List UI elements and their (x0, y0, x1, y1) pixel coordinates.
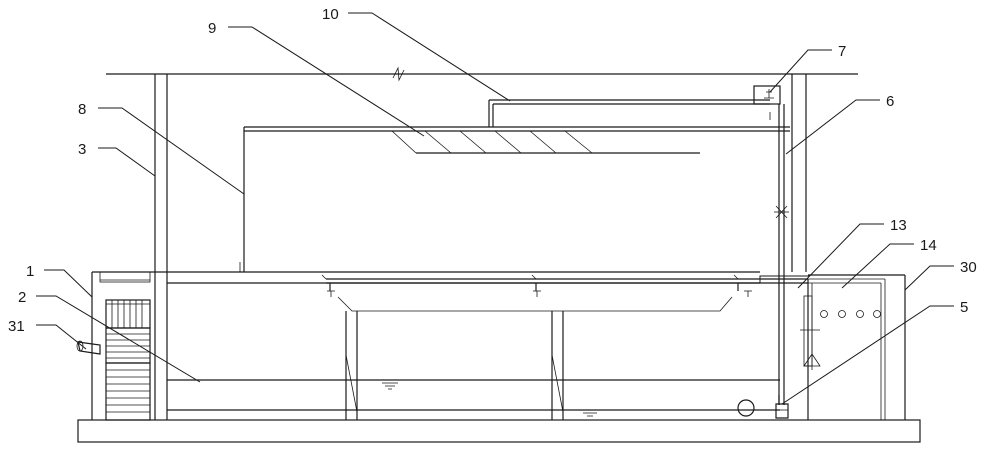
label-14: 14 (920, 237, 937, 254)
pipe-13 (321, 274, 808, 291)
label-13: 13 (890, 217, 907, 234)
water-tank (167, 379, 780, 411)
enclosure (239, 126, 790, 272)
label-31: 31 (8, 318, 25, 335)
equipment-box-30 (807, 274, 906, 420)
water-level-symbols (382, 382, 600, 417)
label-1: 1 (26, 263, 34, 280)
pump-5 (775, 395, 789, 419)
v-collector (337, 296, 733, 312)
roof-line (106, 66, 858, 82)
label-2: 2 (18, 289, 26, 306)
label-6: 6 (886, 93, 894, 110)
outlet-drops (327, 290, 752, 297)
reference-labels: 10 9 7 6 8 3 13 14 30 1 2 5 31 (8, 6, 977, 335)
float-ball (737, 399, 755, 417)
control-panel-14 (800, 295, 881, 367)
floor-slab (155, 271, 760, 284)
label-8: 8 (78, 101, 86, 118)
device-7 (753, 85, 781, 120)
leader-lines (36, 12, 954, 405)
vertical-pipe-6 (774, 104, 789, 405)
inclined-plates (391, 130, 700, 154)
left-column (154, 74, 168, 420)
foundation-slab (77, 419, 921, 443)
label-30: 30 (960, 259, 977, 276)
lower-partitions (345, 311, 564, 420)
pipe-10 (488, 99, 770, 127)
label-3: 3 (78, 141, 86, 158)
label-10: 10 (322, 6, 339, 23)
label-7: 7 (838, 43, 846, 60)
right-column (791, 74, 807, 272)
label-5: 5 (960, 299, 968, 316)
label-9: 9 (208, 20, 216, 37)
